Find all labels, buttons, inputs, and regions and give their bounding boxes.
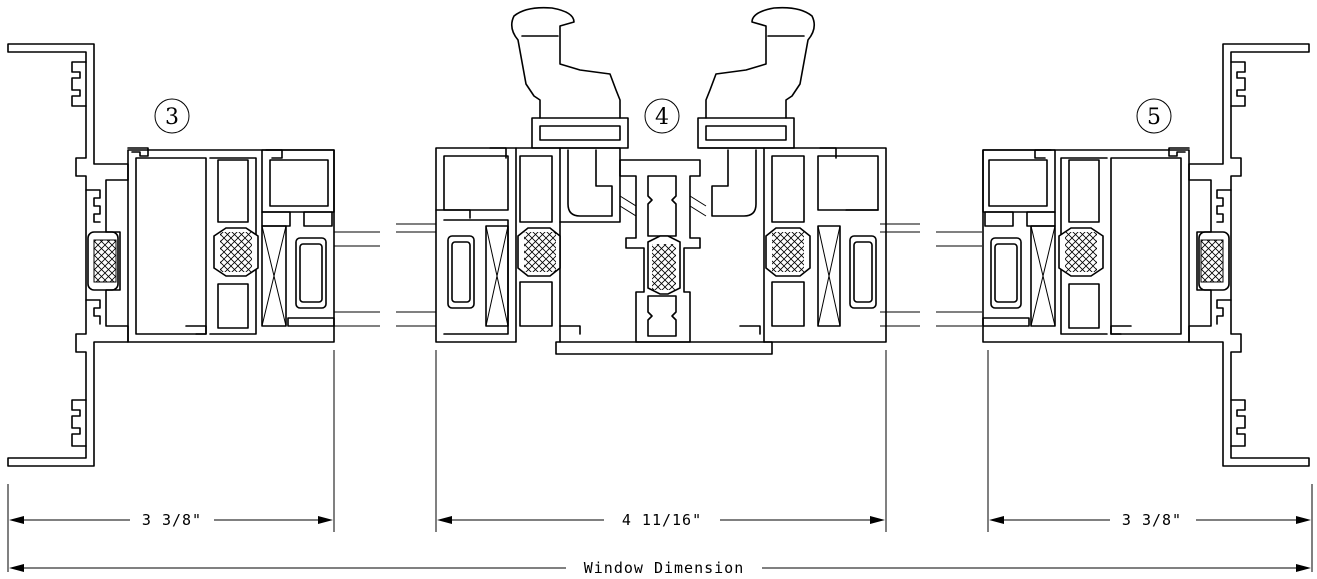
- glass-lines: [334, 223, 982, 327]
- dimension-right: 3 3/8": [989, 511, 1311, 529]
- callout-center-label: 4: [655, 105, 669, 130]
- window-handle-icon: [510, 6, 629, 149]
- dimension-center: 4 11/16": [437, 511, 885, 529]
- window-handle-icon: [697, 6, 816, 149]
- center-frame-section: [435, 147, 887, 355]
- dimension-overall-label: Window Dimension: [584, 559, 745, 577]
- extension-lines: [7, 350, 1313, 572]
- dimension-left-label: 3 3/8": [142, 511, 202, 529]
- dimension-left: 3 3/8": [9, 511, 333, 529]
- dimension-right-label: 3 3/8": [1122, 511, 1182, 529]
- callout-left: 3: [154, 98, 190, 134]
- right-frame-section: [982, 43, 1310, 467]
- callout-right: 5: [1136, 98, 1172, 134]
- callout-right-label: 5: [1147, 105, 1161, 130]
- callout-center: 4: [644, 98, 680, 134]
- dimension-overall: Window Dimension: [9, 559, 1311, 577]
- callout-left-label: 3: [165, 105, 179, 130]
- dimension-center-label: 4 11/16": [622, 511, 702, 529]
